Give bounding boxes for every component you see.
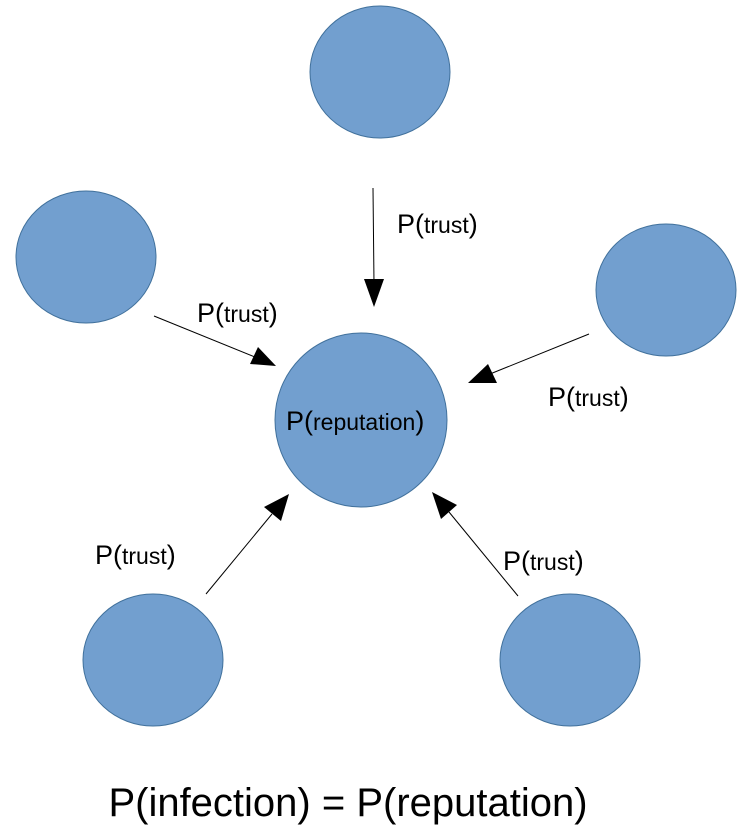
- edge-label-top: P(trust): [397, 209, 478, 239]
- edge-top: [372, 187, 375, 285]
- node-bottom-left: [82, 593, 224, 727]
- node-top: [309, 5, 451, 139]
- node-left: [15, 190, 157, 324]
- edge-left-arrowhead: [250, 347, 276, 366]
- edge-right: [489, 333, 590, 375]
- edge-label-right: P(trust): [548, 382, 629, 412]
- edge-bottom-left: [205, 513, 273, 595]
- center-label: P(reputation): [286, 406, 424, 436]
- center-node: [274, 332, 448, 508]
- edge-label-bottom-left: P(trust): [95, 540, 176, 570]
- edge-bottom-right-arrowhead: [432, 492, 457, 519]
- edge-top-arrowhead: [364, 279, 384, 307]
- edge-label-bottom-right: P(trust): [503, 546, 584, 576]
- formula: P(infection) = P(reputation): [108, 781, 587, 825]
- edge-label-left: P(trust): [197, 298, 278, 328]
- edge-bottom-right: [448, 511, 519, 597]
- node-right: [595, 223, 737, 357]
- edge-left: [153, 315, 256, 358]
- node-bottom-right: [499, 593, 641, 727]
- edge-right-arrowhead: [468, 364, 497, 383]
- edge-bottom-left-arrowhead: [264, 494, 289, 521]
